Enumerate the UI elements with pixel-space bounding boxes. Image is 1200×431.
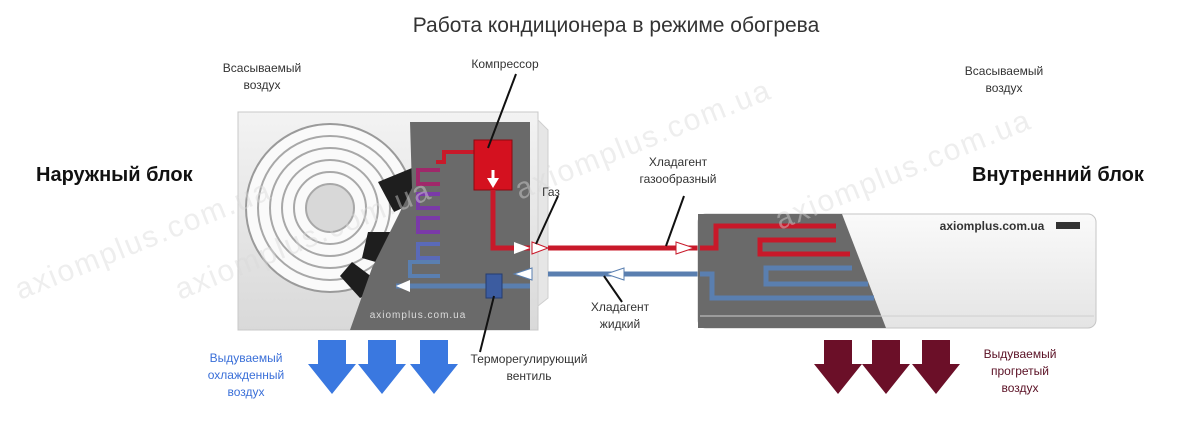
outdoor-unit: axiomplus.com.ua (237, 111, 549, 331)
intake-air-right-label: Всасываемый воздух (964, 64, 1044, 95)
outflow-warm-air-label: Выдуваемый прогретый воздух (983, 347, 1057, 395)
refrigerant-gas-label: Хладагент газообразный (639, 155, 717, 186)
compressor-pointer (487, 73, 517, 149)
indoor-unit-label: Внутренний блок (972, 164, 1144, 186)
indoor-brand-text: axiomplus.com.ua (940, 219, 1045, 233)
thermo-valve (485, 273, 503, 299)
diagram-title: Работа кондиционера в режиме обогрева (412, 14, 820, 37)
valve-pointer (479, 295, 495, 353)
refrigerant-liquid-pointer (603, 275, 623, 303)
refrigerant-gas-pointer (665, 195, 685, 247)
outdoor-brand-text: axiomplus.com.ua (370, 310, 467, 321)
indoor-unit: axiomplus.com.ua (697, 213, 1097, 329)
gas-label: Газ (542, 185, 560, 199)
connecting-pipes (512, 241, 700, 281)
svg-text:axiomplus.com.ua: axiomplus.com.ua (10, 173, 276, 306)
intake-air-left-label: Всасываемый воздух (222, 61, 302, 92)
outflow-cool-air-label: Выдуваемый охлажденный воздух (207, 351, 285, 399)
outdoor-coil-hot (436, 150, 486, 164)
outdoor-unit-label: Наружный блок (36, 164, 193, 186)
cool-air-arrows (308, 340, 458, 394)
compressor-label: Компрессор (471, 57, 539, 71)
refrigerant-liquid-label: Хладагент жидкий (590, 300, 650, 331)
gas-pointer (535, 195, 559, 245)
warm-air-arrows (814, 340, 960, 394)
thermo-valve-label: Терморегулирующий вентиль (470, 352, 588, 383)
